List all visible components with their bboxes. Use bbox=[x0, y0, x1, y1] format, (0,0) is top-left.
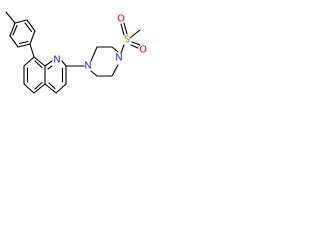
quinoline-pyridine-ring bbox=[44, 60, 67, 94]
quinoline-nitrogen-label: N bbox=[53, 55, 60, 66]
sulfur-label: S bbox=[124, 35, 130, 46]
oxygen-lower-label: O bbox=[139, 45, 147, 56]
sulfonyl-nitrogen-label: N bbox=[115, 53, 122, 64]
biaryl-bond bbox=[29, 43, 35, 58]
piperazine-nitrogen-label: N bbox=[84, 61, 91, 72]
oxygen-upper-label: O bbox=[117, 14, 125, 25]
methylsulfonyl-group bbox=[120, 22, 141, 54]
tolyl-ring bbox=[5, 11, 36, 48]
piperazine-ring bbox=[90, 46, 119, 77]
quinoline-benzo-ring bbox=[23, 56, 46, 94]
molecule-structure: N N N S O O bbox=[5, 11, 147, 94]
